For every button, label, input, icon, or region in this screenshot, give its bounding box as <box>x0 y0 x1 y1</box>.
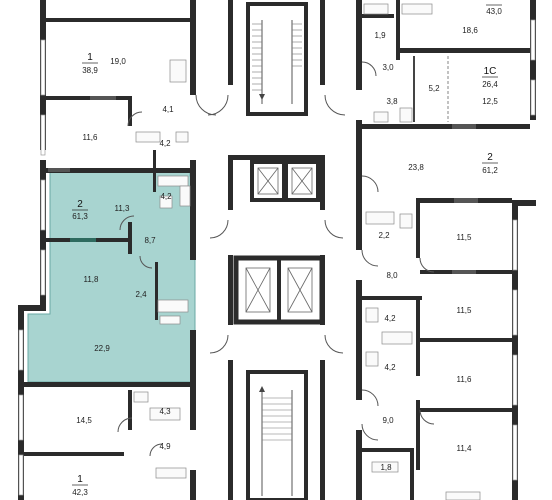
room-area-label: 11,3 <box>115 204 131 213</box>
room-area-label: 5,2 <box>428 84 440 93</box>
room-area-label: 11,4 <box>457 444 473 453</box>
stairs-icon <box>246 2 308 116</box>
unit-rooms-label: 1 <box>77 474 83 485</box>
room-labels: 1 38,9 19,0 11,6 4,1 4,2 2 61,3 11,3 4,2… <box>72 4 502 497</box>
room-area-label: 9,0 <box>382 416 394 425</box>
room-area-label: 11,8 <box>84 275 100 284</box>
room-area-label: 3,0 <box>382 63 394 72</box>
room-area-label: 11,6 <box>457 375 473 384</box>
stairs-icon <box>246 370 308 500</box>
room-area-label: 11,6 <box>83 133 99 142</box>
unit-rooms-label: 1 <box>87 52 93 63</box>
room-area-label: 4,2 <box>384 363 396 372</box>
room-area-label: 18,6 <box>462 26 478 35</box>
central-core <box>195 0 346 500</box>
room-area-label: 4,2 <box>384 314 396 323</box>
unit-rooms-label: 1С <box>484 66 497 77</box>
unit-total-area: 38,9 <box>82 66 98 75</box>
unit-total-area: 43,0 <box>486 7 502 16</box>
room-area-label: 11,5 <box>457 306 473 315</box>
room-area-label: 4,2 <box>160 192 172 201</box>
room-area-label: 2,4 <box>135 290 147 299</box>
unit-rooms-label: 2 <box>487 152 493 163</box>
room-area-label: 4,1 <box>162 105 174 114</box>
room-area-label: 1,8 <box>380 463 392 472</box>
room-area-label: 1,9 <box>374 31 386 40</box>
unit-total-area: 42,3 <box>72 488 88 497</box>
room-area-label: 4,3 <box>159 407 171 416</box>
unit-rooms-label: 2 <box>77 199 83 210</box>
room-area-label: 3,8 <box>386 97 398 106</box>
room-area-label: 2,2 <box>378 231 390 240</box>
right-wing <box>356 0 536 500</box>
room-area-label: 14,5 <box>76 416 92 425</box>
unit-total-area: 61,2 <box>482 166 498 175</box>
unit-total-area: 26,4 <box>482 80 498 89</box>
room-area-label: 19,0 <box>110 57 126 66</box>
room-area-label: 23,8 <box>408 163 424 172</box>
unit-total-area: 61,3 <box>72 212 88 221</box>
room-area-label: 22,9 <box>94 344 110 353</box>
room-area-label: 4,2 <box>159 139 171 148</box>
elevator-icon <box>250 160 320 202</box>
room-area-label: 12,5 <box>482 97 498 106</box>
left-wing <box>18 0 196 500</box>
room-area-label: 8,7 <box>144 236 156 245</box>
room-area-label: 11,5 <box>457 233 473 242</box>
elevator-icon <box>233 255 325 325</box>
room-area-label: 8,0 <box>386 271 398 280</box>
room-area-label: 4,9 <box>159 442 171 451</box>
